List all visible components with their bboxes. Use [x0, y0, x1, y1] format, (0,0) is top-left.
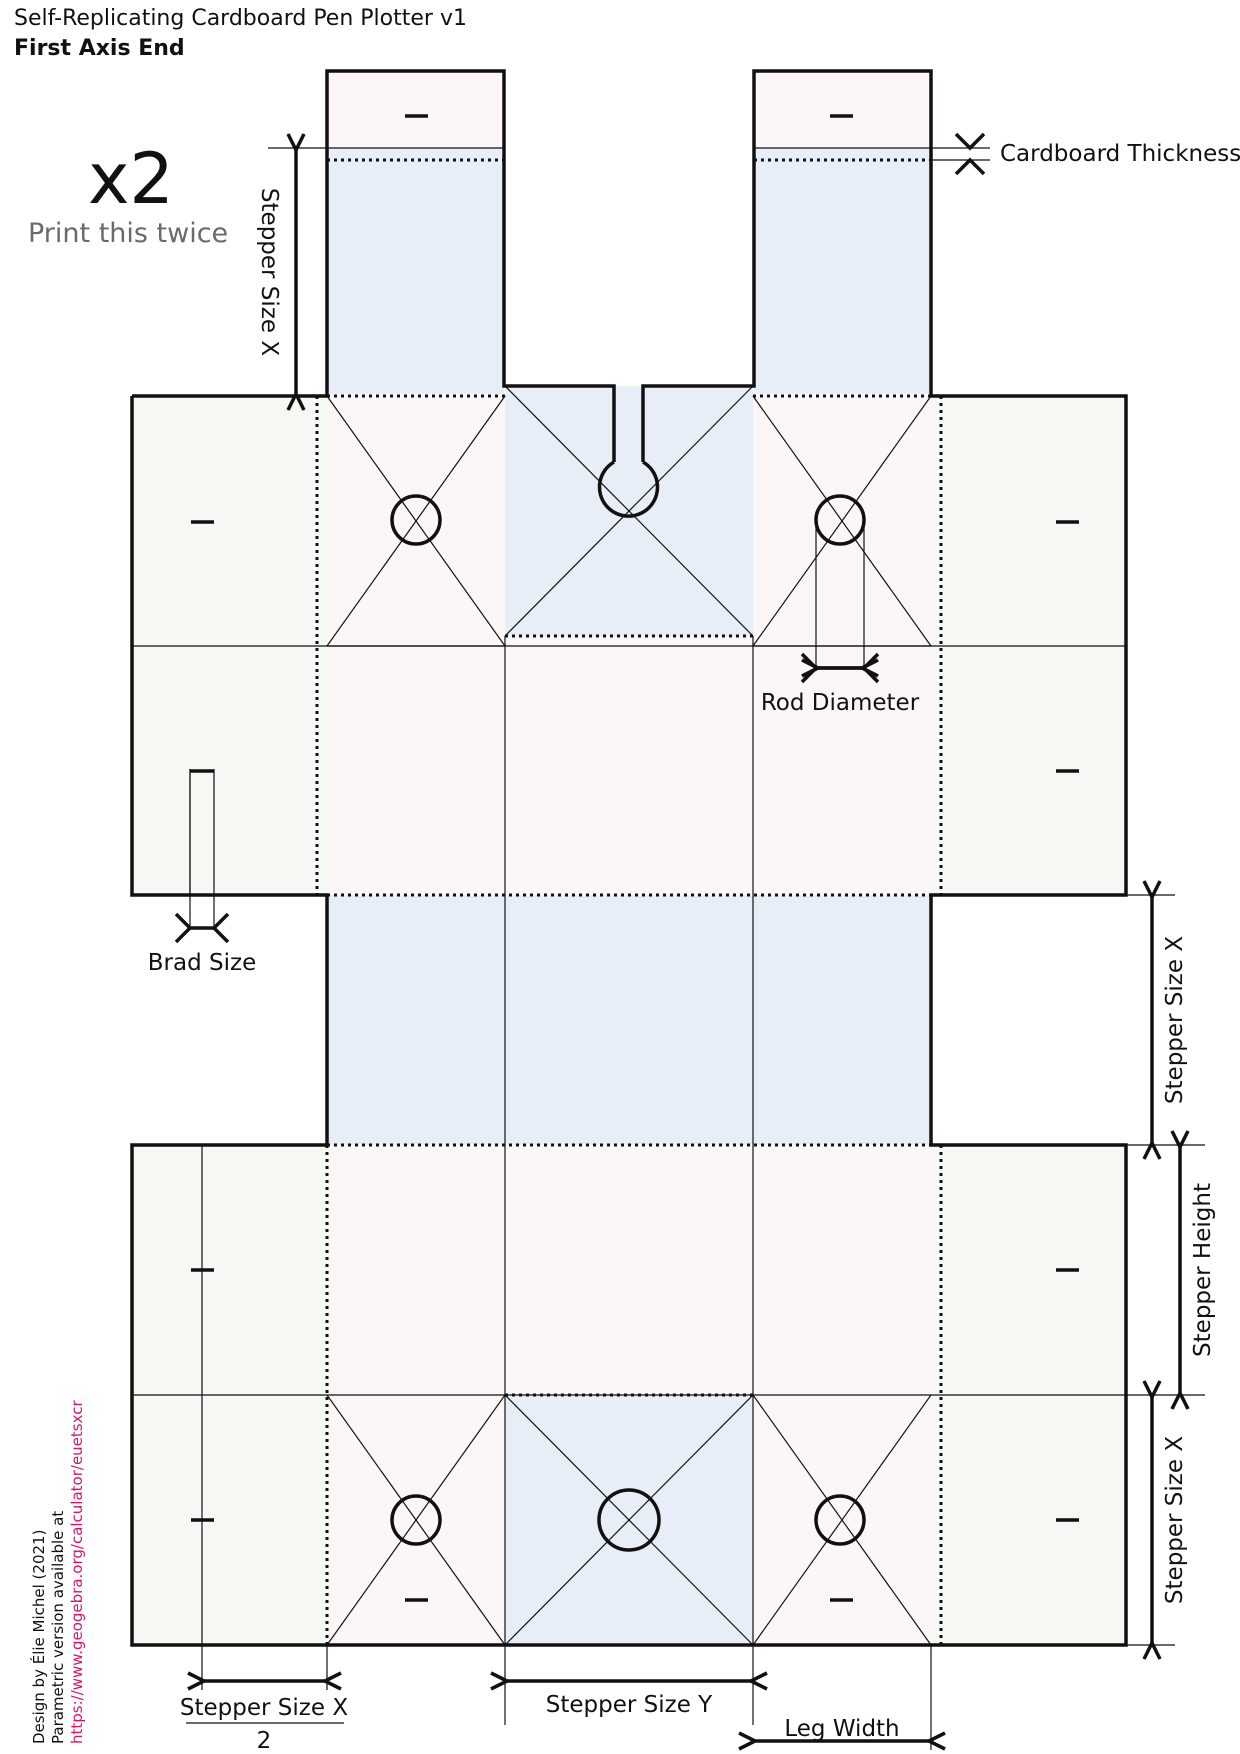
- credit-parametric: Parametric version available at: [49, 1511, 67, 1744]
- page-title: Self-Replicating Cardboard Pen Plotter v…: [14, 6, 467, 31]
- label-stepper-x-half-num: Stepper Size X: [180, 1695, 348, 1721]
- holes: [390, 494, 866, 1552]
- copy-note: Print this twice: [28, 218, 229, 249]
- label-brad-size: Brad Size: [148, 950, 256, 976]
- top-tab-left-body: [327, 148, 504, 394]
- label-stepper-y: Stepper Size Y: [546, 1692, 713, 1718]
- top-tab-right-lip: [754, 71, 931, 148]
- credits: Design by Élie Michel (2021) Parametric …: [29, 1400, 86, 1744]
- rod-hole-upper-right: [814, 494, 866, 546]
- top-tab-right-body: [754, 148, 931, 394]
- label-stepper-x-top: Stepper Size X: [256, 188, 282, 356]
- label-leg-width: Leg Width: [784, 1716, 899, 1742]
- rod-hole-lower-left: [390, 1494, 442, 1546]
- dotted-folds: [315, 158, 943, 1645]
- motor-shaft-hole: [597, 1488, 661, 1552]
- credit-author: Design by Élie Michel (2021): [29, 1530, 48, 1744]
- label-stepper-x-half-den: 2: [257, 1728, 272, 1754]
- cut-outline: [130, 69, 1128, 1647]
- fold-lines: [132, 147, 1205, 1750]
- rod-hole-upper-left: [390, 494, 442, 546]
- middle-panel: [327, 895, 931, 1145]
- copy-multiplier: x2: [88, 138, 174, 220]
- label-cardboard-thickness: Cardboard Thickness: [1000, 141, 1240, 167]
- brad-slits: [190, 114, 1079, 1602]
- label-stepper-x-mid: Stepper Size X: [1162, 936, 1188, 1104]
- rod-hole-lower-right: [814, 1494, 866, 1546]
- label-stepper-height: Stepper Height: [1190, 1183, 1216, 1357]
- label-rod-diameter: Rod Diameter: [761, 690, 920, 716]
- page-subtitle: First Axis End: [14, 36, 185, 61]
- credit-url[interactable]: https://www.geogebra.org/calculator/euet…: [68, 1400, 86, 1744]
- top-tab-left-lip: [327, 71, 504, 148]
- label-stepper-x-low: Stepper Size X: [1162, 1436, 1188, 1604]
- outward-arrows: [174, 132, 986, 944]
